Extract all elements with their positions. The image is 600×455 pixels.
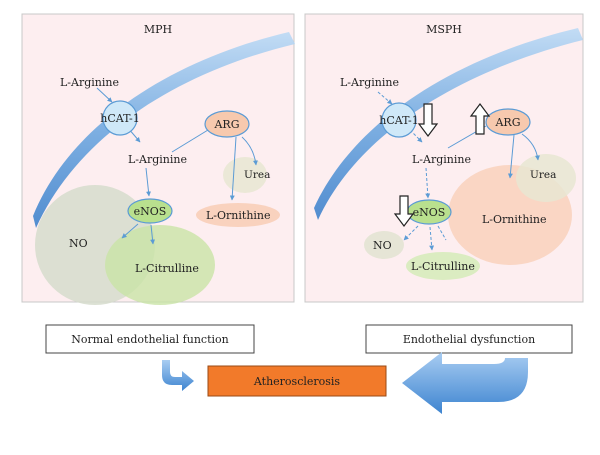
right-label-ornithine: L-Ornithine <box>482 213 547 226</box>
left-label-arginine-inside: L-Arginine <box>128 153 187 166</box>
left-panel: MPH L-Arginine hCAT-1 L-Arginine ARG Ure… <box>21 13 295 305</box>
left-label-hcat: hCAT-1 <box>100 112 139 125</box>
right-hcat-transporter <box>381 102 417 138</box>
left-label-enos: eNOS <box>134 205 167 218</box>
right-arrow-entry <box>377 91 393 105</box>
right-label-no: NO <box>373 239 392 252</box>
atherosclerosis-box <box>207 365 387 397</box>
left-enos-enzyme <box>127 198 173 224</box>
right-label-arginine-inside: L-Arginine <box>412 153 471 166</box>
right-arrow-to-citrulline <box>429 226 435 251</box>
right-label-hcat: hCAT-1 <box>379 114 418 127</box>
dysfunction-label: Endothelial dysfunction <box>403 333 535 346</box>
right-panel: MSPH L-Arginine hCAT-1 L-Arginine ARG Ur… <box>304 13 584 303</box>
right-arg-enzyme <box>485 108 531 136</box>
right-enos-decrease-arrow-icon <box>393 195 415 227</box>
left-label-arginine-outside: L-Arginine <box>60 76 119 89</box>
outcome-section: Normal endothelial function Endothelial … <box>45 324 573 414</box>
left-label-urea: Urea <box>244 169 270 181</box>
right-arrow-to-no <box>403 225 419 241</box>
right-arrow-transport <box>409 129 423 143</box>
left-hcat-transporter <box>102 100 138 136</box>
left-arrow-to-no <box>121 223 139 239</box>
right-hcat-decrease-arrow-icon <box>417 103 439 137</box>
left-label-arg: ARG <box>213 118 239 131</box>
left-arrow-to-urea <box>241 136 258 166</box>
right-arrow-to-enos <box>425 167 431 199</box>
small-curved-arrow-icon <box>162 360 194 391</box>
left-arrow-to-enos <box>145 167 152 197</box>
left-label-no: NO <box>69 237 88 250</box>
left-ornithine-oval <box>196 203 280 227</box>
left-arrow-to-citrulline <box>150 224 156 245</box>
left-panel-title: MPH <box>144 23 172 36</box>
left-arg-enzyme <box>204 110 250 138</box>
left-label-citrulline: L-Citrulline <box>135 262 199 275</box>
large-curved-arrow-icon <box>402 352 528 414</box>
normal-function-box <box>45 324 255 354</box>
right-label-enos: eNOS <box>413 206 446 219</box>
right-label-arginine-outside: L-Arginine <box>340 76 399 89</box>
right-label-arg: ARG <box>494 116 520 129</box>
left-line-arg <box>171 129 209 153</box>
right-arrow-to-ornithine <box>507 134 515 179</box>
right-no-circle <box>364 231 404 259</box>
right-arrow-dashed-extra <box>437 225 447 241</box>
dysfunction-box <box>365 324 573 354</box>
right-label-urea: Urea <box>530 169 556 181</box>
atherosclerosis-label: Atherosclerosis <box>253 375 341 388</box>
right-panel-title: MSPH <box>426 23 462 36</box>
right-citrulline-oval <box>406 252 480 280</box>
left-label-ornithine: L-Ornithine <box>206 209 271 222</box>
right-label-citrulline: L-Citrulline <box>411 260 475 273</box>
normal-function-label: Normal endothelial function <box>71 333 228 346</box>
right-arrow-to-urea <box>521 133 540 161</box>
left-arrow-to-ornithine <box>229 136 237 201</box>
left-arrow-entry <box>96 87 113 103</box>
right-arg-increase-arrow-icon <box>469 103 491 135</box>
left-citrulline-circle <box>105 225 215 305</box>
right-urea-circle <box>516 154 576 202</box>
right-cell-membrane <box>314 28 583 220</box>
